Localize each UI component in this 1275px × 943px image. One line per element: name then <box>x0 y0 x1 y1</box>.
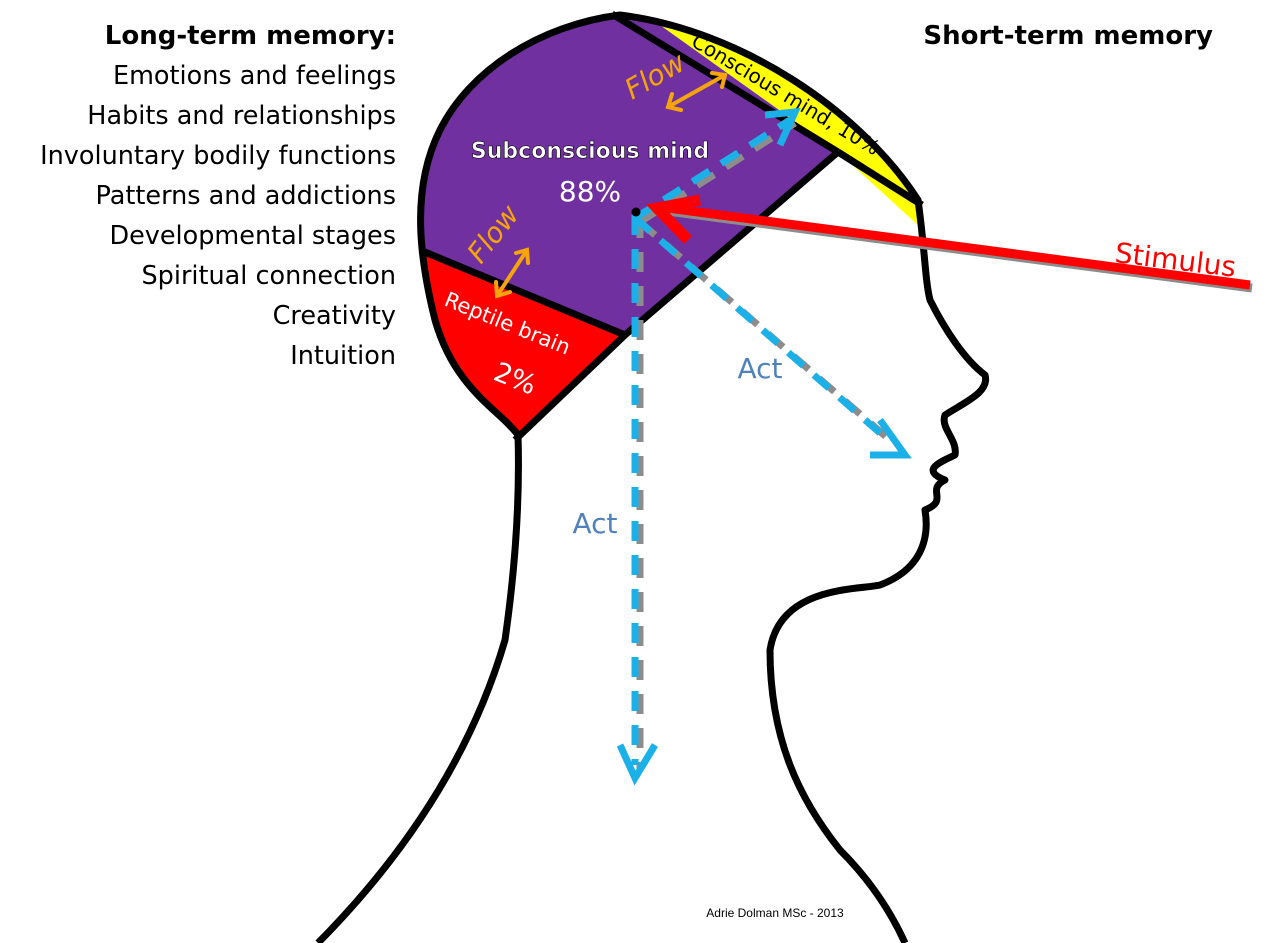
act-label-mouth: Act <box>737 352 782 385</box>
act-label-down: Act <box>572 507 617 540</box>
flow-arrows <box>494 71 728 299</box>
long-term-item: Spiritual connection <box>141 261 396 291</box>
head-outline <box>315 11 990 943</box>
act-arrow-mouth-head <box>870 417 912 459</box>
divider-reptile-top <box>418 246 627 339</box>
short-term-title: Short-term memory <box>923 21 1213 51</box>
long-term-item: Emotions and feelings <box>113 61 396 91</box>
long-term-item: Intuition <box>290 341 396 371</box>
origin-point <box>631 207 641 217</box>
long-term-item: Developmental stages <box>109 221 396 251</box>
stimulus-arrow <box>645 194 1253 293</box>
flow-arrow-top <box>665 71 728 112</box>
long-term-item: Patterns and addictions <box>96 181 396 211</box>
long-term-title: Long-term memory: <box>105 21 396 51</box>
act-arrow-down-head <box>616 743 658 786</box>
act-arrow-up <box>633 117 792 221</box>
credit-text: Adrie Dolman MSc - 2013 <box>706 906 844 920</box>
act-arrow-mouth <box>632 215 891 443</box>
subconscious-percent: 88% <box>559 175 621 208</box>
long-term-item: Involuntary bodily functions <box>40 141 396 171</box>
act-arrow-up-head <box>764 107 801 147</box>
act-arrows <box>616 107 912 786</box>
divider-conscious-lower <box>836 149 924 208</box>
divider-reptile-lower <box>512 332 628 443</box>
subconscious-label: Subconscious mind <box>471 139 709 164</box>
divider-reptile-upper <box>622 149 841 338</box>
long-term-item: Creativity <box>273 301 396 331</box>
long-term-item: Habits and relationships <box>87 101 396 131</box>
flow-arrow-left <box>494 247 530 299</box>
long-term-list: Emotions and feelings Habits and relatio… <box>40 61 396 371</box>
